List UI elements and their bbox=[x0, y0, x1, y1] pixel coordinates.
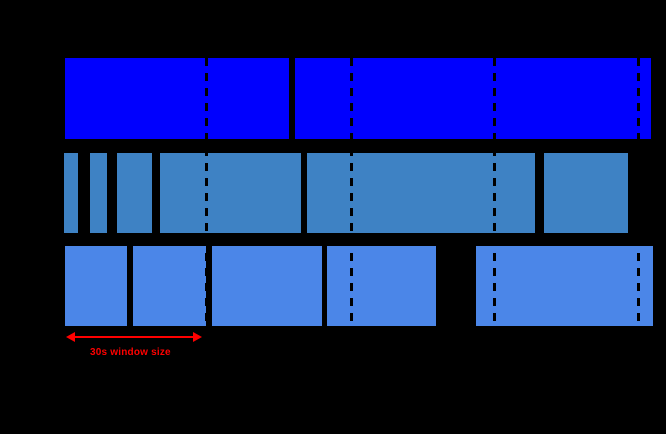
row-2-segment bbox=[307, 153, 535, 233]
row-2-segment bbox=[117, 153, 152, 233]
row-1-segment bbox=[295, 58, 651, 139]
row-1-segment bbox=[65, 58, 289, 139]
row-2-segment bbox=[544, 153, 628, 233]
row-3-segment bbox=[327, 246, 436, 326]
row-3-segment bbox=[133, 246, 206, 326]
arrow-line bbox=[71, 336, 197, 338]
row-2-segment bbox=[64, 153, 78, 233]
arrow-head-left-icon bbox=[66, 332, 75, 342]
row-2-segment bbox=[90, 153, 107, 233]
row-3-segment bbox=[212, 246, 322, 326]
row-3-segment bbox=[476, 246, 653, 326]
row-2-segment bbox=[160, 153, 301, 233]
row-3-segment bbox=[65, 246, 127, 326]
arrow-head-right-icon bbox=[193, 332, 202, 342]
window-size-label: 30s window size bbox=[90, 347, 171, 358]
window-size-arrow bbox=[66, 332, 202, 342]
